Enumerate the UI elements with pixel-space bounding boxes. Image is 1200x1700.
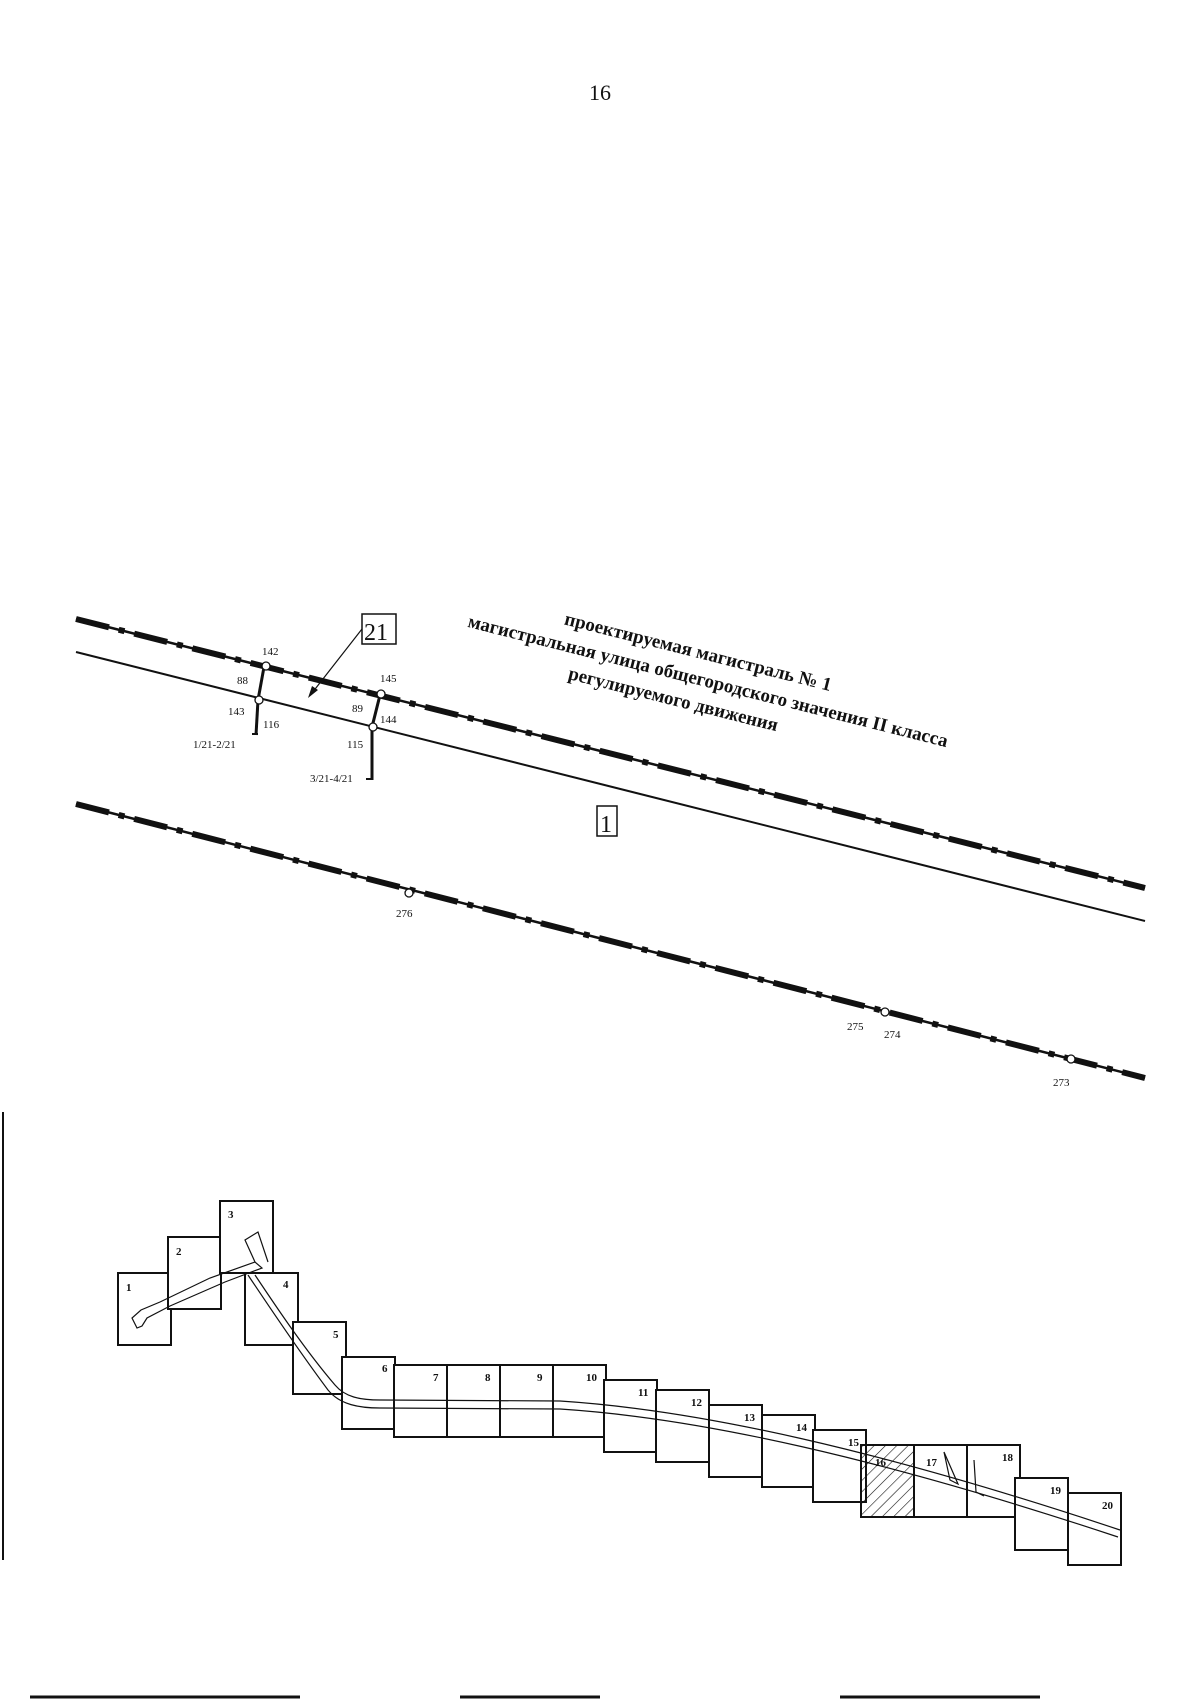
point-label-143: 143	[228, 706, 245, 718]
index-tile-label-14: 14	[796, 1422, 808, 1434]
zone-1-box	[596, 805, 618, 837]
point-label-142: 142	[262, 646, 279, 658]
zone-boundary-line	[75, 651, 1146, 922]
street-boundary-south	[75, 801, 1146, 1081]
index-tile-label-10: 10	[586, 1372, 598, 1384]
index-tile-19	[1014, 1477, 1069, 1551]
leader-arrow-21	[308, 686, 318, 698]
point-label-88: 88	[237, 675, 249, 687]
index-tile-3	[219, 1200, 274, 1274]
index-tile-14	[761, 1414, 816, 1488]
survey-points	[254, 661, 1076, 1064]
point-label-89: 89	[352, 703, 364, 715]
street-name-line-2: магистральная улица общегородского значе…	[466, 611, 951, 752]
index-tile-5	[292, 1321, 347, 1395]
index-tile-label-17: 17	[926, 1457, 938, 1469]
index-tile-label-13: 13	[744, 1412, 756, 1424]
index-tile-7	[393, 1364, 448, 1438]
page-number: 16	[589, 80, 611, 105]
index-tile-label-6: 6	[382, 1363, 388, 1375]
index-tile-6	[341, 1356, 396, 1430]
index-tile-label-3: 3	[228, 1209, 234, 1221]
point-label-115: 115	[347, 739, 364, 751]
index-tile-label-16: 16	[875, 1457, 887, 1469]
point-label-145: 145	[380, 673, 397, 685]
point-label-275: 275	[847, 1021, 864, 1033]
point-label-273: 273	[1053, 1077, 1070, 1089]
index-tile-label-7: 7	[433, 1372, 439, 1384]
index-tile-label-20: 20	[1102, 1500, 1114, 1512]
index-tile-13	[708, 1404, 763, 1478]
index-tile-label-9: 9	[537, 1372, 543, 1384]
index-tile-17	[913, 1444, 968, 1518]
point-label-144: 144	[380, 714, 397, 726]
index-route	[131, 1231, 1121, 1538]
index-tile-2	[167, 1236, 222, 1310]
point-label-276: 276	[396, 908, 413, 920]
index-tile-label-15: 15	[848, 1437, 860, 1449]
street-boundary-north	[75, 616, 1146, 891]
index-tile-label-19: 19	[1050, 1485, 1062, 1497]
index-tile-label-4: 4	[283, 1279, 289, 1291]
point-label-274: 274	[884, 1029, 901, 1041]
index-tile-label-5: 5	[333, 1329, 339, 1341]
index-tile-label-8: 8	[485, 1372, 491, 1384]
zone-21-outline	[252, 666, 382, 780]
index-tile-label-11: 11	[638, 1387, 648, 1399]
zone-21-label: 21	[364, 620, 388, 646]
index-tile-label-18: 18	[1002, 1452, 1014, 1464]
point-label-3-21-4-21: 3/21-4/21	[310, 773, 353, 785]
index-tile-label-12: 12	[691, 1397, 703, 1409]
street-name: проектируемая магистраль № 1 магистральн…	[466, 609, 951, 752]
index-map	[117, 1200, 1122, 1566]
index-tile-label-1: 1	[126, 1282, 132, 1294]
leader-line-21	[311, 628, 363, 694]
point-label-1-21-2-21: 1/21-2/21	[193, 739, 236, 751]
index-tile-20	[1067, 1492, 1122, 1566]
zone-21-box	[361, 613, 397, 645]
index-tile-15	[812, 1429, 867, 1503]
zone-1-label: 1	[600, 812, 612, 838]
point-label-116: 116	[263, 719, 280, 731]
index-tile-label-2: 2	[176, 1246, 182, 1258]
